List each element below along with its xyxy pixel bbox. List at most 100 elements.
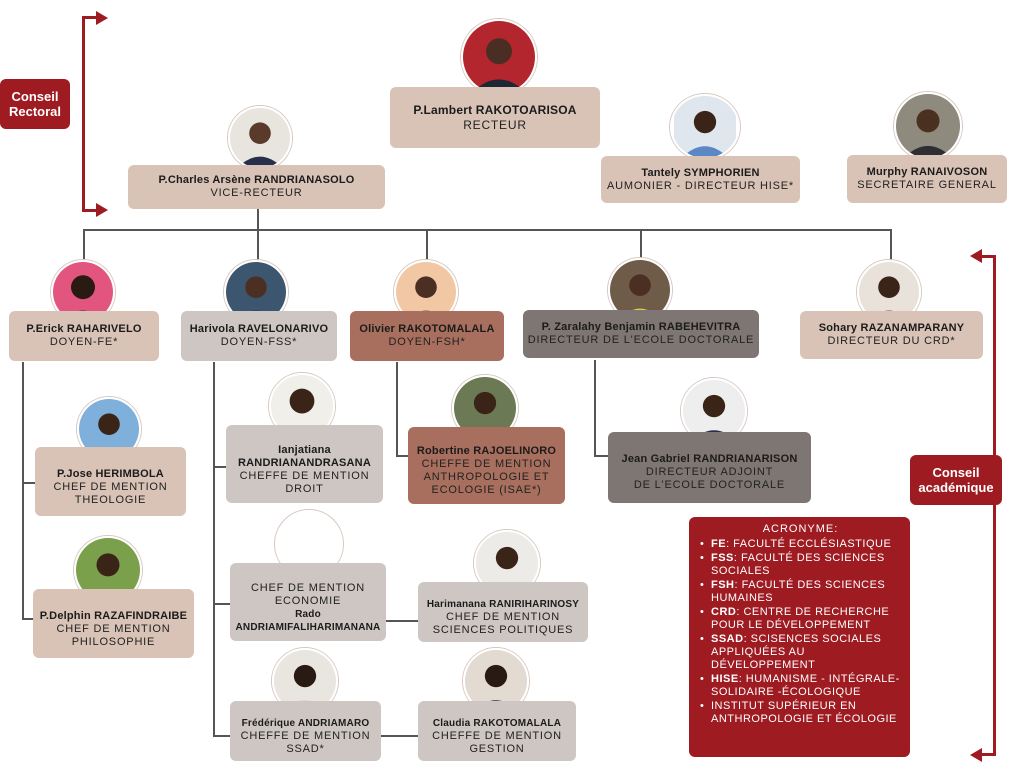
ssad-title-1: CHEFFE DE MENTION bbox=[240, 729, 371, 742]
acronym-item: SSAD: SCISENCES SOCIALES APPLIQUÉES AU D… bbox=[700, 633, 902, 672]
conseil-rectoral-label: Conseil Rectoral bbox=[0, 79, 70, 129]
sg-name: Murphy RANAIVOSON bbox=[866, 166, 988, 178]
connector-fss-vertical bbox=[213, 362, 215, 736]
doyen-fe-name: P.Erick RAHARIVELO bbox=[26, 323, 142, 335]
sg-box: Murphy RANAIVOSON SECRETAIRE GENERAL bbox=[847, 155, 1007, 203]
academique-bracket-bottom bbox=[980, 753, 996, 756]
anthropo-title-3: ECOLOGIE (ISAE*) bbox=[431, 483, 542, 496]
anthropo-title-2: ANTHROPOLOGIE ET bbox=[423, 470, 550, 483]
connector-ssad bbox=[213, 735, 230, 737]
vice-recteur-title: VICE-RECTEUR bbox=[210, 187, 303, 199]
connector-fe-vertical bbox=[22, 362, 24, 619]
vice-recteur-box: P.Charles Arsène RANDRIANASOLO VICE-RECT… bbox=[128, 165, 385, 209]
aumonier-name: Tantely SYMPHORIEN bbox=[641, 166, 760, 179]
vice-recteur-name: P.Charles Arsène RANDRIANASOLO bbox=[158, 174, 355, 186]
recteur-photo bbox=[461, 19, 537, 95]
doyen-fsh-box: Olivier RAKOTOMALALA DOYEN-FSH* bbox=[350, 311, 504, 361]
aumonier-title: AUMONIER - DIRECTEUR HISE* bbox=[606, 179, 795, 192]
connector-crd bbox=[890, 229, 892, 261]
acronym-list: FE: FACULTÉ ECCLÉSIASTIQUE FSS: FACULTÉ … bbox=[699, 538, 902, 726]
acronym-heading: ACRONYME: bbox=[762, 523, 839, 535]
sg-title: SECRETAIRE GENERAL bbox=[857, 179, 997, 191]
recteur-box: P.Lambert RAKOTOARISOA RECTEUR bbox=[390, 87, 600, 148]
sciencespo-name: Harimanana RANIRIHARINOSY bbox=[426, 598, 580, 610]
anthropo-box: Robertine RAJOELINORO CHEFFE DE MENTION … bbox=[408, 427, 565, 504]
acronym-item: FSS: FACULTÉ DES SCIENCES SOCIALES bbox=[700, 552, 902, 578]
theologie-name: P.Jose HERIMBOLA bbox=[57, 468, 164, 480]
economie-name-2: ANDRIAMIFALIHARIMANANA bbox=[235, 622, 381, 633]
acronym-item: HISE: HUMANISME - INTÉGRALE-SOLIDAIRE -É… bbox=[700, 673, 902, 699]
aumonier-box: Tantely SYMPHORIEN AUMONIER - DIRECTEUR … bbox=[601, 156, 800, 203]
vice-recteur-photo bbox=[228, 106, 292, 170]
droit-title-1: CHEFFE DE MENTION bbox=[239, 470, 370, 482]
economie-title-2: ECONOMIE bbox=[274, 595, 342, 607]
academique-bracket-top bbox=[980, 255, 996, 258]
academique-bracket bbox=[993, 255, 996, 756]
acronym-item: FSH: FACULTÉ DES SCIENCES HUMAINES bbox=[700, 579, 902, 605]
connector-ssad-gestion bbox=[381, 735, 418, 737]
ssad-title-2: SSAD* bbox=[286, 742, 325, 755]
rectoral-bracket-top bbox=[82, 16, 98, 19]
droit-box: Ianjatiana RANDRIANANDRASANA CHEFFE DE M… bbox=[226, 425, 383, 503]
adjoint-title-2: DE L'ECOLE DOCTORALE bbox=[633, 479, 786, 491]
doyen-fsh-title: DOYEN-FSH* bbox=[388, 336, 466, 348]
anthropo-name: Robertine RAJOELINORO bbox=[416, 444, 557, 457]
sciencespo-box: Harimanana RANIRIHARINOSY CHEF DE MENTIO… bbox=[418, 582, 588, 642]
droit-name-1: Ianjatiana bbox=[278, 444, 331, 456]
sg-photo bbox=[894, 92, 962, 160]
connector-droit bbox=[213, 466, 227, 468]
acronym-item: CRD: CENTRE DE RECHERCHE POUR LE DÉVELOP… bbox=[700, 606, 902, 632]
ssad-name: Frédérique ANDRIAMARO bbox=[241, 717, 370, 729]
directeur-crd-box: Sohary RAZANAMPARANY DIRECTEUR DU CRD* bbox=[800, 311, 983, 359]
connector-ed-vertical bbox=[594, 360, 596, 456]
economie-box: CHEF DE MENTION ECONOMIE Rado ANDRIAMIFA… bbox=[230, 563, 386, 641]
aumonier-photo bbox=[670, 94, 740, 160]
conseil-academique-label: Conseil académique bbox=[910, 455, 1002, 505]
sciencespo-title-1: CHEF DE MENTION bbox=[445, 610, 561, 623]
connector-philosophie bbox=[22, 618, 34, 620]
connector-adjoint bbox=[594, 455, 608, 457]
directeur-ed-title: DIRECTEUR DE L'ECOLE DOCTORALE bbox=[527, 334, 755, 346]
directeur-crd-title: DIRECTEUR DU CRD* bbox=[827, 335, 956, 347]
gestion-box: Claudia RAKOTOMALALA CHEFFE DE MENTION G… bbox=[418, 701, 576, 761]
connector-economie bbox=[213, 603, 230, 605]
connector-economie-scpo bbox=[385, 620, 418, 622]
gestion-name: Claudia RAKOTOMALALA bbox=[432, 717, 562, 729]
connector-fsh-vertical bbox=[396, 362, 398, 456]
rectoral-arrow-top-icon bbox=[96, 11, 108, 25]
doyen-fe-title: DOYEN-FE* bbox=[49, 336, 119, 348]
rectoral-bracket-bottom bbox=[82, 209, 98, 212]
academique-arrow-top-icon bbox=[970, 249, 982, 263]
connector-anthropo bbox=[396, 455, 408, 457]
theologie-box: P.Jose HERIMBOLA CHEF DE MENTION THEOLOG… bbox=[35, 447, 186, 516]
academique-arrow-bottom-icon bbox=[970, 748, 982, 762]
economie-name-1: Rado bbox=[295, 609, 321, 620]
connector-fsh bbox=[426, 229, 428, 261]
recteur-title: RECTEUR bbox=[463, 117, 527, 132]
adjoint-title-1: DIRECTEUR ADJOINT bbox=[645, 466, 774, 478]
connector-ed bbox=[640, 229, 642, 261]
sciencespo-title-2: SCIENCES POLITIQUES bbox=[432, 623, 574, 636]
recteur-name: P.Lambert RAKOTOARISOA bbox=[413, 102, 577, 117]
adjoint-name: Jean Gabriel RANDRIANARISON bbox=[621, 453, 798, 465]
acronym-legend: ACRONYME: FE: FACULTÉ ECCLÉSIASTIQUE FSS… bbox=[689, 517, 910, 757]
droit-title-2: DROIT bbox=[285, 483, 324, 495]
connector-vice bbox=[257, 209, 259, 230]
directeur-crd-name: Sohary RAZANAMPARANY bbox=[818, 322, 965, 334]
droit-name-2: RANDRIANANDRASANA bbox=[238, 457, 371, 469]
theologie-title-2: THEOLOGIE bbox=[74, 494, 147, 506]
connector-theologie bbox=[22, 482, 36, 484]
gestion-title-1: CHEFFE DE MENTION bbox=[432, 729, 562, 742]
doyen-fss-title: DOYEN-FSS* bbox=[220, 336, 298, 348]
philosophie-title-1: CHEF DE MENTION bbox=[56, 623, 171, 635]
directeur-ed-box: P. Zaralahy Benjamin RABEHEVITRA DIRECTE… bbox=[523, 310, 759, 358]
doyen-fss-box: Harivola RAVELONARIVO DOYEN-FSS* bbox=[181, 311, 337, 361]
connector-horizontal bbox=[83, 229, 892, 231]
acronym-item: INSTITUT SUPÉRIEUR EN ANTHROPOLOGIE ET É… bbox=[700, 700, 902, 726]
economie-title-1: CHEF DE MENTION bbox=[250, 582, 366, 594]
rectoral-bracket bbox=[82, 16, 85, 212]
doyen-fe-box: P.Erick RAHARIVELO DOYEN-FE* bbox=[9, 311, 159, 361]
directeur-ed-name: P. Zaralahy Benjamin RABEHEVITRA bbox=[541, 321, 741, 333]
connector-fe bbox=[83, 229, 85, 261]
doyen-fss-name: Harivola RAVELONARIVO bbox=[189, 323, 329, 335]
